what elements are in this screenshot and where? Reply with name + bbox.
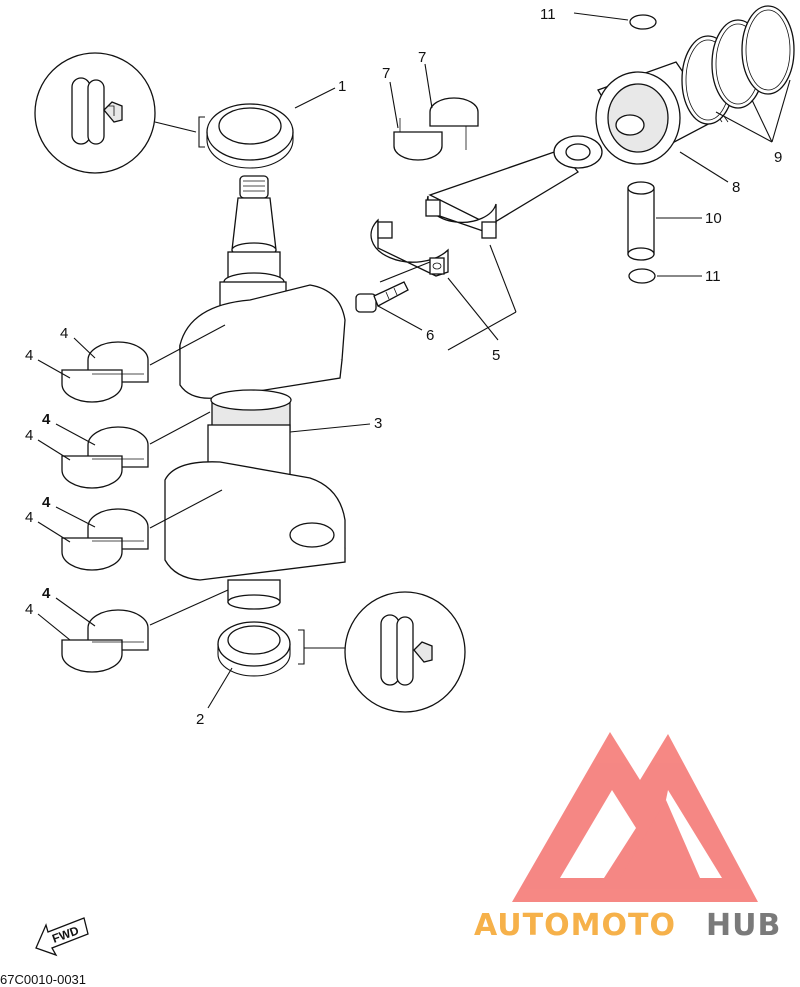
callout-4e: 4 [25,509,33,526]
callout-2: 2 [196,711,204,728]
callout-4h: 4 [42,585,51,602]
fwd-arrow [35,917,89,957]
oil-seal-bottom [217,621,291,677]
callout-11b: 11 [705,268,721,285]
callout-4g: 4 [25,601,33,618]
callout-11a: 11 [540,6,556,23]
callout-7b: 7 [418,49,426,66]
bearing-shell-1 [61,341,149,403]
bearing-shell-3 [61,508,149,571]
callout-4a: 4 [25,347,33,364]
crankshaft [164,175,346,610]
callout-4d: 4 [42,411,51,428]
callout-7a: 7 [382,65,390,82]
connecting-rod [425,135,603,239]
detail-circle-bottom [298,591,466,713]
circlip-top [629,14,657,30]
callout-5: 5 [492,347,500,364]
rod-bolt [355,281,409,313]
callout-3: 3 [374,415,382,432]
callout-4b: 4 [60,325,68,342]
callout-1: 1 [338,78,346,95]
callout-9: 9 [774,149,782,166]
rod-cap [370,218,449,277]
diagram-code: 67C0010-0031 [0,972,86,987]
callout-6: 6 [426,327,434,344]
piston-rings [681,5,795,125]
callout-8: 8 [732,179,740,196]
callout-10: 10 [705,210,722,227]
bearing-shell-4 [61,609,149,673]
callout-4c: 4 [25,427,33,444]
detail-circle-top [34,52,205,174]
brand-logo [512,732,758,902]
piston-pin [627,181,655,261]
brand-name-part1: AUTOMOTO [474,908,676,943]
callout-4f: 4 [42,494,51,511]
bearing-shell-2 [61,426,149,489]
oil-seal-top [206,103,294,169]
circlip-bottom [628,268,656,284]
rod-bearing-lower [393,118,443,161]
rod-bearing-upper [429,97,479,150]
brand-name-part2: HUB [706,908,781,943]
